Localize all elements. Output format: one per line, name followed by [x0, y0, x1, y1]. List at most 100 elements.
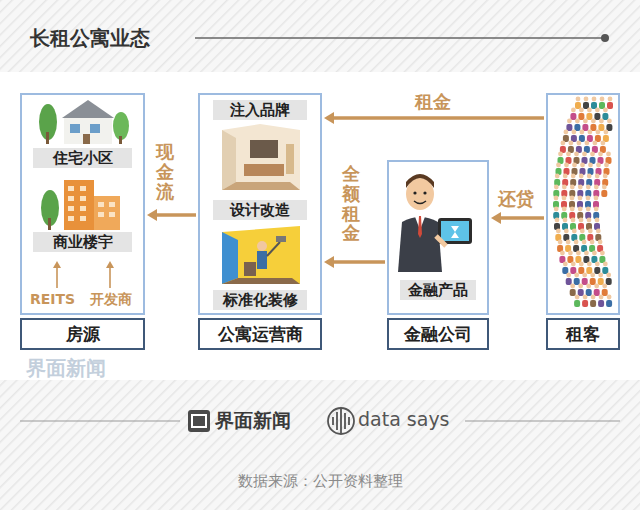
person-head [607, 295, 612, 300]
person-body [594, 113, 600, 120]
person-head [594, 207, 599, 212]
person-head [594, 196, 599, 201]
building-icon [41, 180, 120, 230]
person-head [570, 207, 575, 212]
person-head [602, 284, 607, 289]
person-head [580, 229, 585, 234]
person-body [599, 102, 605, 109]
person-body [578, 289, 584, 296]
person-head [587, 174, 592, 179]
person-head [578, 207, 583, 212]
person-head [598, 152, 603, 157]
person-head [574, 273, 579, 278]
person-head [600, 251, 605, 256]
person-head [602, 185, 607, 190]
flow-label: 现金流 [156, 142, 174, 201]
person-body [590, 300, 596, 307]
person-head [566, 240, 571, 245]
person-head [554, 185, 559, 190]
person-head [567, 119, 572, 124]
person-head [582, 273, 587, 278]
person-head [599, 295, 604, 300]
person-head [599, 119, 604, 124]
person-head [572, 163, 577, 168]
person-body [582, 278, 588, 285]
person-head [577, 141, 582, 146]
person-head [607, 119, 612, 124]
person-head [580, 130, 585, 135]
person-body [602, 113, 608, 120]
person-head [570, 196, 575, 201]
person-body [598, 124, 604, 131]
column-outline [546, 93, 620, 315]
person-head [579, 218, 584, 223]
person-head [574, 240, 579, 245]
column-label: 房源 [20, 318, 145, 350]
person-head [564, 130, 569, 135]
person-head [596, 163, 601, 168]
person-head [571, 108, 576, 113]
person-body [594, 289, 600, 296]
businessman-icon [398, 174, 472, 272]
person-head [592, 251, 597, 256]
source-label: 开发商 [90, 291, 132, 309]
person-body [562, 267, 568, 274]
person-head [556, 229, 561, 234]
person-body [591, 102, 597, 109]
person-head [564, 229, 569, 234]
title-dot [601, 34, 609, 42]
item-label: 设计改造 [230, 201, 290, 220]
arrow-head [491, 212, 501, 224]
person-body [586, 289, 592, 296]
brand-name: 界面新闻 [215, 408, 291, 434]
person-head [563, 262, 568, 267]
person-head [583, 295, 588, 300]
flow-label: 租金 [415, 90, 451, 114]
crowd-illustration [553, 97, 613, 307]
item-box: 住宅小区 [33, 148, 132, 168]
person-head [555, 218, 560, 223]
item-box: 注入品牌 [213, 100, 307, 120]
brand-logo [188, 410, 210, 432]
column-label: 公寓运营商 [198, 318, 322, 350]
person-head [554, 207, 559, 212]
column-group: 房源 住宅小区商业楼宇 [20, 93, 145, 350]
person-head [558, 152, 563, 157]
person-head [563, 174, 568, 179]
person-body [590, 124, 596, 131]
person-head [580, 163, 585, 168]
arrow-shaft [156, 213, 196, 217]
person-head [579, 262, 584, 267]
person-head [568, 251, 573, 256]
item-label: 商业楼宇 [53, 233, 113, 252]
supply-arrows [53, 261, 114, 288]
person-body [586, 267, 592, 274]
person-body [578, 113, 584, 120]
person-head [572, 130, 577, 135]
item-label: 住宅小区 [53, 149, 113, 168]
person-head [578, 196, 583, 201]
person-head [578, 185, 583, 190]
person-body [607, 102, 613, 109]
person-head [579, 108, 584, 113]
person-head [555, 174, 560, 179]
person-head [604, 130, 609, 135]
person-body [574, 124, 580, 131]
person-head [596, 130, 601, 135]
main-panel [0, 72, 640, 380]
arrow-shaft [500, 216, 544, 220]
column-outline [20, 93, 145, 315]
person-head [575, 295, 580, 300]
person-body [574, 300, 580, 307]
item-box: 金融产品 [400, 280, 476, 300]
person-body [586, 113, 592, 120]
person-body [598, 300, 604, 307]
person-head [583, 119, 588, 124]
person-body [570, 289, 576, 296]
person-body [606, 300, 612, 307]
person-head [571, 174, 576, 179]
person-head [601, 141, 606, 146]
person-head [576, 97, 581, 102]
